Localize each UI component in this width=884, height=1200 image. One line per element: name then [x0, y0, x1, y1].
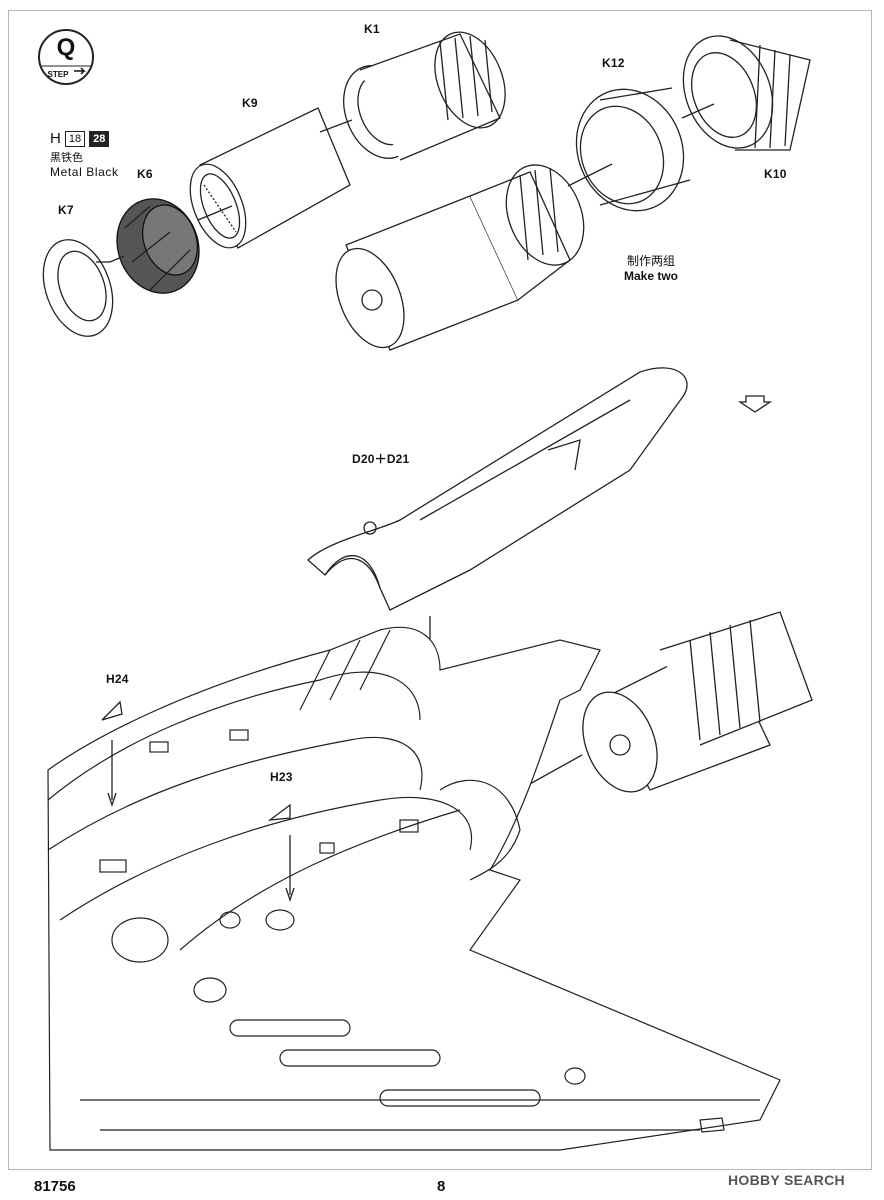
right-nozzle-assembly	[504, 611, 813, 799]
paint-name-cn: 黑铁色	[50, 151, 83, 164]
engine-assembly	[335, 164, 585, 351]
paint-callout: H 18 28 黑铁色 Metal Black	[50, 130, 119, 179]
label-h23: H23	[270, 770, 293, 784]
part-h23	[267, 803, 295, 903]
paint-letter: H	[50, 130, 61, 147]
part-k1	[343, 31, 506, 161]
down-arrow-icon	[737, 395, 773, 413]
label-k1: K1	[364, 22, 380, 36]
page-number: 8	[437, 1178, 446, 1195]
part-k12	[575, 87, 691, 212]
label-k9: K9	[242, 96, 258, 110]
assembly-arrows	[109, 103, 715, 263]
label-k12: K12	[602, 56, 625, 70]
make-two-note: 制作两组 Make two	[624, 252, 678, 283]
step-number: Q	[57, 34, 76, 61]
step-label: STEP	[48, 70, 70, 79]
part-k10	[682, 35, 811, 151]
make-two-en: Make two	[624, 269, 679, 283]
make-two-cn: 制作两组	[627, 254, 676, 268]
part-d20-d21	[307, 367, 688, 742]
part-k9	[189, 107, 351, 249]
paint-code-2: 28	[89, 130, 110, 147]
label-k6: K6	[137, 167, 153, 181]
label-k7: K7	[58, 203, 74, 217]
part-k6	[116, 198, 200, 294]
aircraft-fuselage	[47, 626, 781, 1151]
model-number: 81756	[34, 1178, 76, 1195]
label-d20-d21: D20＋D21	[352, 452, 410, 466]
watermark-logo: HOBBY SEARCH	[728, 1172, 845, 1188]
paint-code-1: 18	[64, 130, 86, 147]
step-badge-icon: Q STEP	[38, 29, 94, 85]
page-border	[8, 10, 872, 1170]
label-h24: H24	[106, 672, 129, 686]
part-k7	[42, 239, 114, 337]
paint-name-en: Metal Black	[50, 165, 119, 179]
label-k10: K10	[764, 167, 787, 181]
part-h24	[101, 700, 123, 808]
